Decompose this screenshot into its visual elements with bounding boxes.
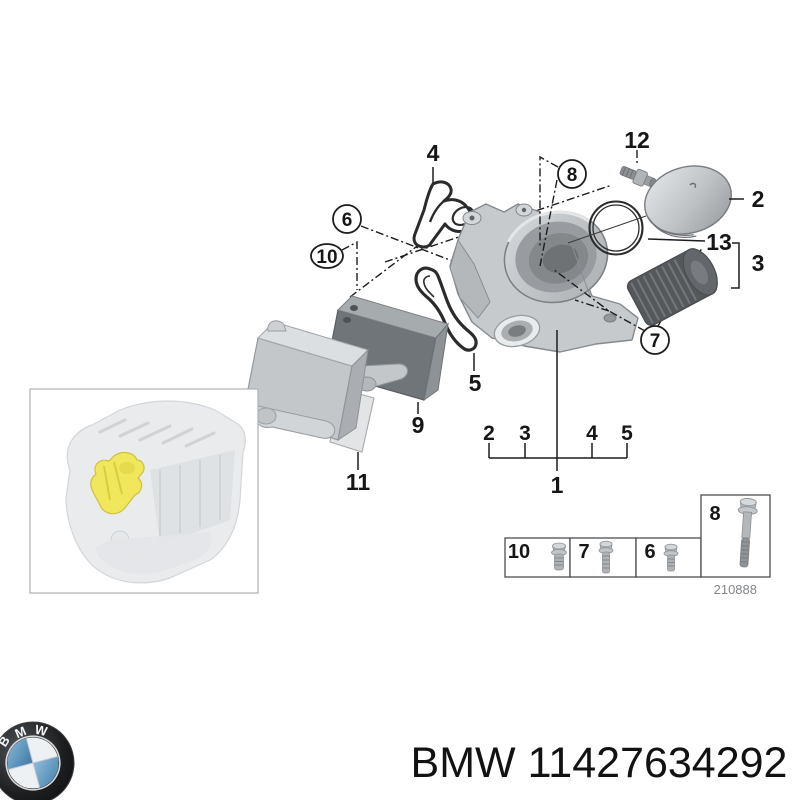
- screw-long-icon: [598, 540, 614, 574]
- part-oil-pressure-sensor: [619, 166, 657, 188]
- callout-3: 3: [752, 250, 765, 276]
- callout-7: 7: [650, 331, 661, 352]
- callout-8: 8: [567, 165, 578, 186]
- fastener-label-7: 7: [578, 541, 589, 563]
- callout-12: 12: [624, 127, 650, 153]
- callout-9: 9: [412, 412, 425, 438]
- assembly-bracket: 2 3 4 5 1: [483, 422, 633, 498]
- callout-circle-6: [332, 204, 362, 234]
- drawing-number: 210888: [714, 582, 757, 597]
- bmw-logo: B M W: [0, 721, 75, 800]
- logo-blue-quadrant-top-left: [7, 738, 33, 770]
- engine-thumbnail: [65, 400, 246, 584]
- screw-medium-icon: [663, 543, 679, 572]
- part-cooler-cover: [243, 320, 375, 453]
- callout-5: 5: [469, 370, 482, 396]
- callout-11: 11: [346, 469, 371, 495]
- solid-leaders: [357, 167, 744, 471]
- bracket-label-5: 5: [621, 422, 633, 445]
- bracket-label-3: 3: [519, 422, 531, 445]
- part-o-ring: [588, 200, 644, 256]
- callout-2: 2: [752, 186, 765, 212]
- callout-1: 1: [551, 472, 564, 498]
- logo-letter-m: M: [13, 723, 29, 741]
- bolt-long-icon: [737, 497, 758, 568]
- fastener-cell-8: [700, 494, 771, 578]
- callout-circle-7: [640, 325, 670, 355]
- part-cooler-gasket: [414, 266, 478, 352]
- brand-part-number: BMW 11427634292: [411, 739, 788, 787]
- callout-circle-8: [557, 159, 587, 189]
- fastener-label-6: 6: [644, 541, 655, 563]
- screw-short-icon: [551, 542, 567, 571]
- callout-13: 13: [706, 229, 732, 255]
- circled-callouts: 6 10 8 7: [310, 159, 670, 355]
- logo-blue-quadrant-bottom-right: [33, 756, 59, 788]
- callout-circle-10: [310, 243, 344, 269]
- engine-highlighted-housing: [90, 451, 145, 515]
- bracket-label-2: 2: [483, 422, 495, 445]
- engine-inset: [29, 388, 259, 594]
- callout-4: 4: [427, 140, 440, 166]
- fastener-label-10: 10: [508, 541, 530, 563]
- part-filter-element: [626, 248, 718, 326]
- fasteners-table: 10 7 6 8: [504, 494, 771, 597]
- part-oil-filter-housing: [449, 203, 639, 353]
- leader-lines-over: [539, 155, 647, 332]
- footer: B M W BMW 11427634292: [0, 721, 788, 800]
- logo-letter-w: W: [33, 722, 49, 740]
- fastener-label-8: 8: [709, 503, 720, 525]
- callout-6: 6: [342, 210, 353, 231]
- callout-10: 10: [316, 247, 337, 268]
- bracket-label-4: 4: [586, 422, 598, 445]
- part-filter-cap: [644, 165, 732, 238]
